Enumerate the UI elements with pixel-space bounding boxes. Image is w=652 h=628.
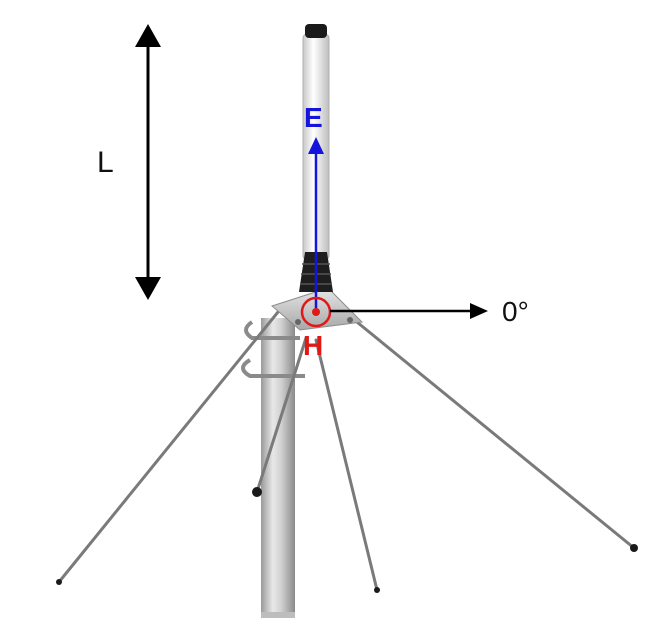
length-arrow: [135, 24, 161, 300]
radial-left: [57, 310, 280, 584]
radial-center: [314, 338, 379, 592]
mast-clamp: [241, 320, 305, 378]
radial-tips: [56, 487, 638, 593]
radial-right: [350, 316, 636, 550]
h-field-label: H: [303, 330, 324, 361]
mounting-mast: [261, 318, 295, 618]
length-label: L: [97, 146, 114, 179]
radial-front: [255, 336, 308, 494]
radiator-tip-cap: [305, 24, 327, 38]
angle-label: 0°: [502, 296, 529, 327]
e-field-arrow: [308, 137, 324, 310]
ground-radials: [57, 310, 636, 592]
direction-arrow: [330, 303, 488, 319]
e-field-label: E: [304, 102, 323, 133]
